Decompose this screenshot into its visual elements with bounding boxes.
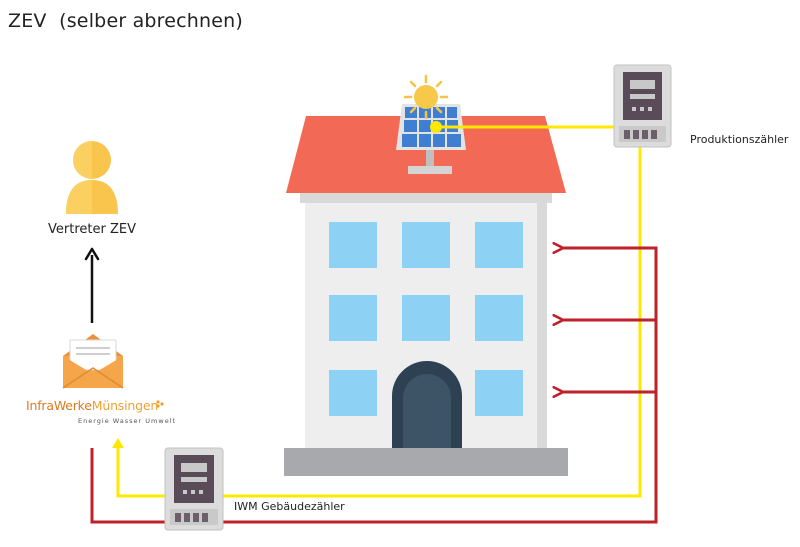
logo-tagline: Energie Wasser Umwelt <box>78 417 177 425</box>
door-inner <box>403 374 451 448</box>
sun-icon <box>403 74 449 120</box>
window <box>475 222 523 268</box>
logo-dots-icon <box>156 400 164 408</box>
roof-eave <box>300 193 552 203</box>
logo: InfraWerkeMünsingen <box>26 398 158 413</box>
page-title: ZEV (selber abrechnen) <box>8 10 244 32</box>
window <box>329 222 377 268</box>
window <box>329 295 377 341</box>
arrow-icon <box>112 438 124 448</box>
connection-dot <box>430 121 442 133</box>
window <box>402 222 450 268</box>
window <box>475 295 523 341</box>
meter-icon <box>613 64 672 148</box>
logo-part: Werke <box>53 398 92 413</box>
window <box>329 370 377 416</box>
building-base <box>284 448 568 476</box>
meter-icon <box>164 447 224 531</box>
produktionszaehler-label: Produktionszähler <box>690 133 789 146</box>
envelope-icon <box>62 334 124 389</box>
person-icon <box>66 141 118 214</box>
building-side <box>537 192 547 448</box>
arrow-icon <box>84 247 100 323</box>
logo-part: Infra <box>26 398 54 413</box>
logo-part: Münsingen <box>91 398 159 413</box>
building-icon <box>284 116 568 476</box>
consumption-line <box>90 248 658 524</box>
window <box>475 370 523 416</box>
vertreter-label: Vertreter ZEV <box>48 222 136 237</box>
gebaeudezaehler-label: IWM Gebäudezähler <box>234 500 345 513</box>
window <box>402 295 450 341</box>
